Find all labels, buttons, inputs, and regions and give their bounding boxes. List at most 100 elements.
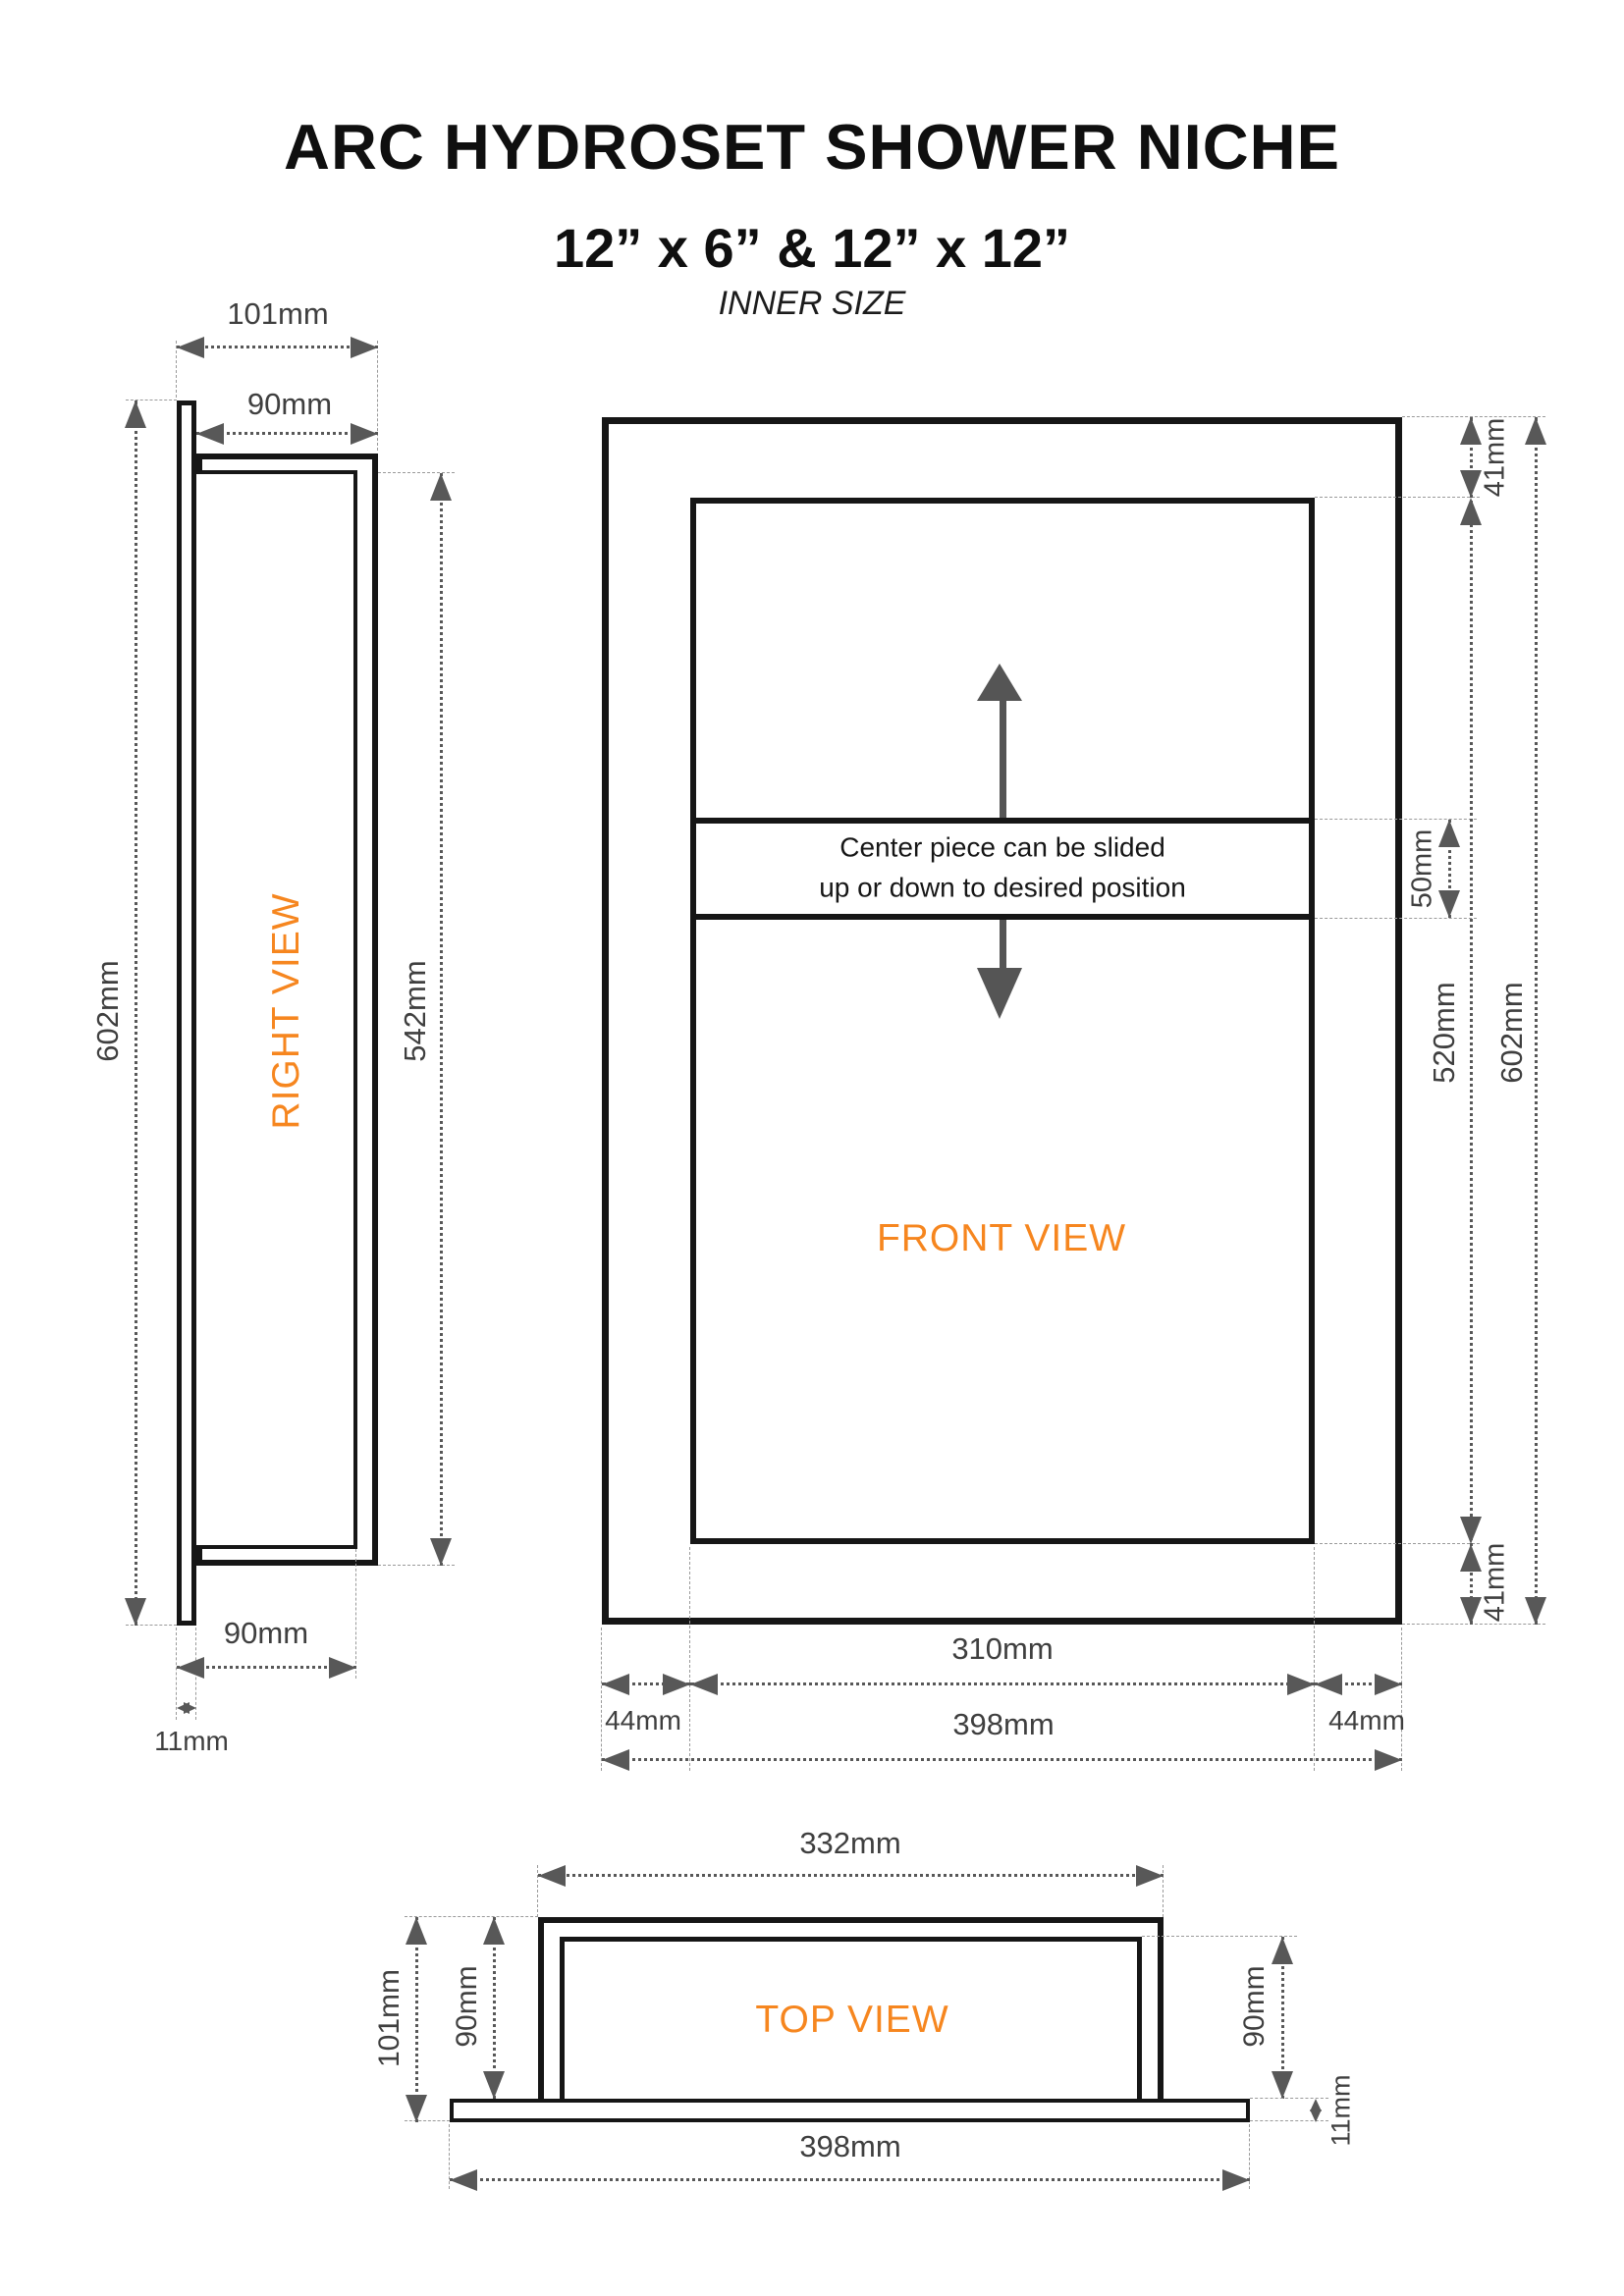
arrowhead-right xyxy=(351,337,378,358)
dim-label: 90mm xyxy=(451,1965,483,2048)
dim-label: 41mm xyxy=(1479,417,1511,498)
dimension-line xyxy=(440,473,443,1566)
dimension-line xyxy=(177,346,378,348)
arrowhead-left xyxy=(538,1865,566,1887)
arrowhead-right xyxy=(351,423,378,445)
extension-line xyxy=(1250,2098,1328,2099)
dim-label: 101mm xyxy=(373,1968,406,2068)
dim-label: 90mm xyxy=(246,387,333,421)
dim-label: 398mm xyxy=(952,1707,1055,1741)
top-view-body-inner-wall xyxy=(560,1937,1142,2099)
front-view-label: FRONT VIEW xyxy=(876,1217,1127,1259)
arrowhead-left xyxy=(177,1657,204,1679)
extension-line xyxy=(1163,1865,1164,1917)
dimension-line xyxy=(135,400,137,1626)
arrowhead-up xyxy=(125,400,146,428)
dimension-line xyxy=(602,1682,690,1685)
arrowhead-left xyxy=(450,2169,477,2191)
dim-label: 50mm xyxy=(1406,828,1438,909)
dim-label: 90mm xyxy=(223,1616,309,1650)
extension-line xyxy=(1315,918,1477,919)
arrowhead-up xyxy=(483,1917,505,1945)
right-view-label: RIGHT VIEW xyxy=(265,892,307,1130)
extension-line xyxy=(176,341,177,398)
extension-line xyxy=(355,1549,356,1679)
extension-line xyxy=(378,472,455,473)
extension-line xyxy=(126,1625,177,1626)
page-title: ARC HYDROSET SHOWER NICHE xyxy=(284,111,1340,183)
top-view-front-flange-plate xyxy=(450,2099,1250,2122)
arrowhead-right xyxy=(1375,1674,1402,1695)
arrowhead-up xyxy=(1460,498,1482,525)
extension-line xyxy=(1250,2120,1328,2121)
dim-label: 44mm xyxy=(605,1705,681,1735)
arrowhead-up xyxy=(1310,2099,1322,2111)
dim-label: 41mm xyxy=(1479,1542,1511,1623)
dimension-line xyxy=(196,432,378,435)
dim-label: 602mm xyxy=(1494,982,1529,1084)
dim-label: 11mm xyxy=(1326,2074,1356,2147)
arrowhead-up xyxy=(1525,417,1546,445)
arrowhead-up xyxy=(1272,1937,1293,1964)
extension-line xyxy=(1142,1936,1297,1937)
arrowhead-up xyxy=(1460,417,1482,445)
arrowhead-down xyxy=(406,2095,427,2122)
right-view-front-flange xyxy=(177,400,196,1626)
page-subtitle-sizes: 12” x 6” & 12” x 12” xyxy=(553,217,1071,279)
arrowhead-up xyxy=(1438,820,1460,847)
arrowhead-up xyxy=(406,1917,427,1945)
arrowhead-down xyxy=(125,1598,146,1626)
arrowhead-down xyxy=(1310,2109,1322,2122)
arrowhead-left xyxy=(1315,1674,1342,1695)
arrowhead-down xyxy=(1460,470,1482,498)
dimension-line xyxy=(1448,820,1451,918)
dim-label: 602mm xyxy=(90,960,125,1062)
extension-line xyxy=(176,1628,177,1720)
slider-note: Center piece can be slided up or down to… xyxy=(819,828,1186,907)
dimension-line xyxy=(1535,417,1538,1625)
slider-up-arrow xyxy=(977,664,1022,701)
dimension-line xyxy=(493,1917,496,2099)
extension-line xyxy=(449,2124,450,2189)
arrowhead-right xyxy=(184,1702,196,1714)
arrowhead-right xyxy=(663,1674,690,1695)
dimension-line xyxy=(415,1917,418,2122)
dimension-line xyxy=(538,1874,1164,1877)
extension-line xyxy=(378,1565,455,1566)
dim-label: 542mm xyxy=(398,960,432,1062)
arrowhead-down xyxy=(483,2071,505,2099)
arrowhead-down xyxy=(1460,1597,1482,1625)
right-view-body-inner-wall xyxy=(196,470,357,1549)
slider-up-arrow-shaft xyxy=(1000,701,1006,818)
arrowhead-left xyxy=(602,1749,629,1771)
arrowhead-left xyxy=(602,1674,629,1695)
dimension-line xyxy=(177,1666,356,1669)
dimension-line xyxy=(1281,1937,1284,2099)
dim-label: 398mm xyxy=(799,2129,901,2163)
arrowhead-down xyxy=(1272,2071,1293,2099)
front-view-slider-shelf xyxy=(696,818,1309,920)
arrowhead-right xyxy=(329,1657,356,1679)
extension-line xyxy=(1315,819,1477,820)
arrowhead-left xyxy=(196,423,224,445)
slider-note-line1: Center piece can be slided xyxy=(839,831,1165,863)
dim-label: 11mm xyxy=(154,1726,229,1756)
extension-line xyxy=(377,341,378,451)
extension-line xyxy=(689,1547,690,1771)
slider-note-line2: up or down to desired position xyxy=(819,872,1186,902)
arrowhead-up xyxy=(1460,1544,1482,1572)
dimension-line xyxy=(602,1758,1402,1761)
extension-line xyxy=(601,1628,602,1771)
dim-label: 310mm xyxy=(951,1631,1054,1666)
slider-down-arrow xyxy=(977,968,1022,1019)
dim-label: 520mm xyxy=(1427,982,1461,1084)
arrowhead-left xyxy=(690,1674,718,1695)
arrowhead-down xyxy=(1525,1597,1546,1625)
arrowhead-right xyxy=(1222,2169,1250,2191)
dimension-line xyxy=(450,2178,1250,2181)
dim-label: 44mm xyxy=(1328,1705,1405,1735)
dimension-line xyxy=(690,1682,1315,1685)
arrowhead-down xyxy=(430,1538,452,1566)
extension-line xyxy=(1249,2124,1250,2189)
dimension-line xyxy=(1470,417,1473,1625)
